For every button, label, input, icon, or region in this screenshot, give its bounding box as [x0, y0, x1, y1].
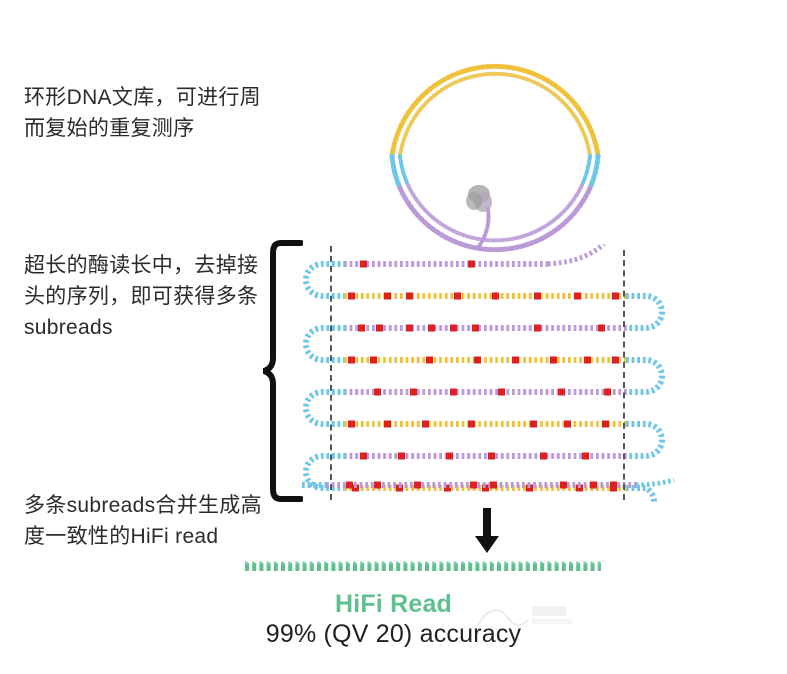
accuracy-label: 99% (QV 20) accuracy	[265, 620, 522, 648]
circle-adapter-right-inner	[580, 154, 592, 187]
consensus-arrow	[473, 508, 501, 554]
circle-nascent-strand	[476, 207, 491, 250]
serpentine-svg	[303, 242, 665, 503]
circle-insert-reverse-inner	[406, 183, 584, 243]
caption-subreads: 超长的酶读长中，去掉接头的序列，即可获得多条subreads	[24, 254, 259, 339]
circle-insert-reverse-outer	[397, 185, 593, 253]
circular-dna-library	[350, 4, 640, 254]
polymerase-read-serpentine	[286, 242, 686, 508]
circle-insert-forward-inner	[398, 71, 592, 158]
adapter-hairpin-right-1	[626, 293, 665, 331]
down-arrow-icon	[475, 508, 499, 553]
adapter-hairpin-left-6	[303, 453, 346, 491]
subread-row-8-adapter-right	[635, 477, 675, 488]
adapter-cut-line-right	[623, 250, 625, 500]
hifi-read-svg	[245, 561, 601, 571]
hifi-read-label: HiFi Read	[334, 590, 453, 618]
sequencing-error-marks	[348, 260, 619, 492]
circle-insert-forward-outer	[389, 63, 601, 159]
circular-dna-svg	[389, 63, 601, 253]
sequencing-error-marks-row-8	[346, 481, 617, 489]
adapter-hairpin-left-0	[303, 261, 346, 299]
adapter-hairpin-right-7	[626, 485, 658, 503]
polymerase-icon	[466, 185, 492, 212]
subread-row-8-wrap	[300, 477, 680, 492]
adapter-hairpin-left-2	[303, 325, 346, 363]
subread-row-0-tail	[547, 242, 606, 267]
caption-consensus: 多条subreads合并生成高度一致性的HiFi read	[24, 494, 262, 548]
adapter-hairpin-right-3	[626, 357, 665, 395]
subread-row-8-svg	[302, 477, 675, 489]
adapter-cut-line-left	[330, 246, 332, 500]
caption-circular-library: 环形DNA文库，可进行周而复始的重复测序	[24, 86, 261, 140]
subreads-bracket	[261, 240, 304, 502]
hifi-read-line	[243, 560, 603, 574]
adapter-hairpin-right-5	[626, 421, 665, 459]
circle-adapter-left-inner	[398, 154, 410, 187]
adapter-hairpin-left-4	[303, 389, 346, 427]
curly-brace-icon	[261, 240, 304, 502]
